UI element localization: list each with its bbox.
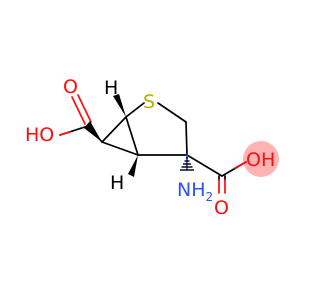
- bond-cacid-oh-red: [234, 161, 247, 169]
- bond-s-c3: [157, 102, 187, 123]
- bond-c1-c6: [101, 116, 127, 143]
- bond-c1-c5: [125, 116, 139, 156]
- bond-c6-c5: [101, 141, 139, 156]
- amine-nh-text: NH: [177, 179, 206, 201]
- structure-diagram: H S O HO H NH2 OH O: [25, 76, 279, 219]
- molecule-canvas: H S O HO H NH2 OH O: [25, 76, 279, 219]
- bond-c7-o-2: [77, 94, 92, 123]
- oh-highlight: [243, 141, 279, 177]
- atom-label-bottom-h: H: [110, 172, 124, 194]
- wedge-c6-c7: [84, 121, 102, 142]
- bond-c7-oh-red: [59, 131, 71, 136]
- atom-label-right-o: O: [214, 197, 229, 219]
- wedge-c5-h: [128, 155, 138, 177]
- bond-c7-o-1: [71, 96, 86, 125]
- atom-label-left-oh: HO: [25, 124, 54, 146]
- atom-label-left-o: O: [63, 76, 78, 98]
- atom-label-right-oh: OH: [246, 149, 275, 171]
- hash-bond-c4-n: [180, 157, 194, 171]
- amine-subscript: 2: [206, 190, 214, 204]
- wedge-c1-h: [113, 94, 126, 117]
- atom-label-amine: NH2: [177, 179, 213, 204]
- atom-label-top-h: H: [104, 77, 118, 99]
- bond-c3-c4: [185, 121, 188, 156]
- bond-c1-s: [125, 102, 145, 118]
- bond-c4-cacid: [186, 154, 223, 177]
- atom-label-sulfur: S: [143, 91, 155, 113]
